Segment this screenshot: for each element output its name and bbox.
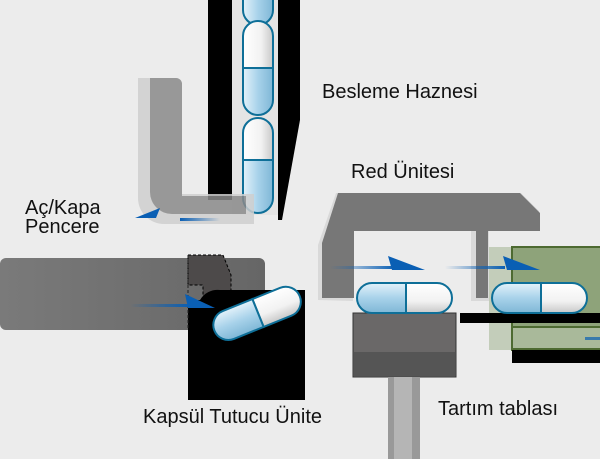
scale-output-arrow [585, 337, 600, 340]
reject-unit [318, 193, 540, 301]
hopper-capsules [242, 0, 274, 214]
window-label-line2: Pencere [25, 216, 100, 238]
window-arrow-trail [180, 218, 220, 221]
open-close-window [138, 78, 254, 224]
holder-arrow-trail [130, 304, 190, 307]
reject-unit-label: Red Ünitesi [351, 161, 455, 183]
tilted-capsule [212, 285, 302, 341]
window-label: Aç/Kapa Pencere [25, 197, 101, 238]
window-arrow [135, 208, 160, 218]
reject-arrow-trail [330, 266, 395, 269]
scale-label: Tartım tablası [438, 398, 559, 420]
window-label-line1: Aç/Kapa [25, 197, 101, 219]
holder-arrow [185, 294, 215, 308]
scale-arrow-trail [445, 266, 505, 269]
scale-arrow [503, 256, 540, 270]
reject-arrow [388, 256, 425, 270]
hopper-label: Besleme Haznesi [322, 81, 478, 103]
capsule-reject [356, 282, 453, 314]
capsule-scale [491, 282, 588, 314]
holder-label: Kapsül Tutucu Ünite [143, 406, 322, 428]
